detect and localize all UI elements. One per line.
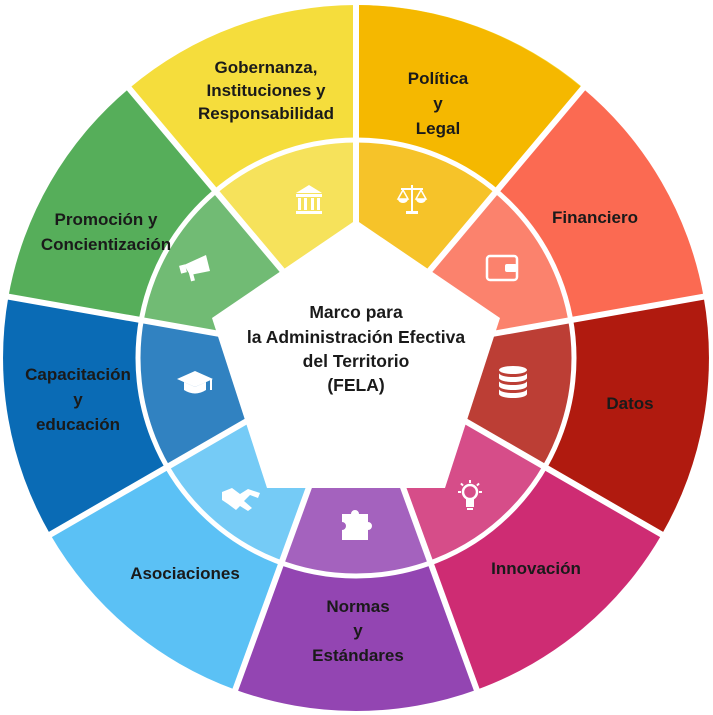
label-partnerships: Asociaciones (130, 564, 240, 583)
label-governance-3: Responsabilidad (198, 104, 334, 123)
label-legal-1: Política (408, 69, 469, 88)
center-title: Marco para la Administración Efectiva de… (247, 302, 465, 395)
label-standards-3: Estándares (312, 646, 404, 665)
label-governance-1: Gobernanza, (215, 58, 318, 77)
label-legal-3: Legal (416, 119, 460, 138)
wallet-icon (485, 254, 519, 282)
center-line-1: Marco para (309, 302, 403, 322)
label-innovation: Innovación (491, 559, 581, 578)
scales-icon (396, 185, 428, 214)
center-pentagon (212, 220, 500, 488)
label-awareness-2: Concientización (41, 235, 171, 254)
label-governance-2: Instituciones y (206, 81, 326, 100)
label-legal-2: y (433, 94, 443, 113)
bank-icon (296, 185, 322, 214)
label-standards-2: y (353, 621, 363, 640)
label-education-3: educación (36, 415, 120, 434)
label-education-1: Capacitación (25, 365, 131, 384)
center-line-2: la Administración Efectiva (247, 327, 465, 347)
database-icon (499, 366, 527, 398)
inner-ring-border (135, 137, 577, 579)
handshake-icon (222, 488, 260, 511)
label-standards-1: Normas (326, 597, 389, 616)
lightbulb-icon (458, 480, 482, 510)
puzzle-icon (342, 510, 372, 540)
label-awareness-1: Promoción y (55, 210, 159, 229)
label-financial: Financiero (552, 208, 638, 227)
graduation-cap-icon (177, 371, 213, 394)
center-line-3: del Territorio (303, 351, 410, 371)
label-education-2: y (73, 390, 83, 409)
center-line-4: (FELA) (327, 375, 384, 395)
label-data: Datos (606, 394, 653, 413)
